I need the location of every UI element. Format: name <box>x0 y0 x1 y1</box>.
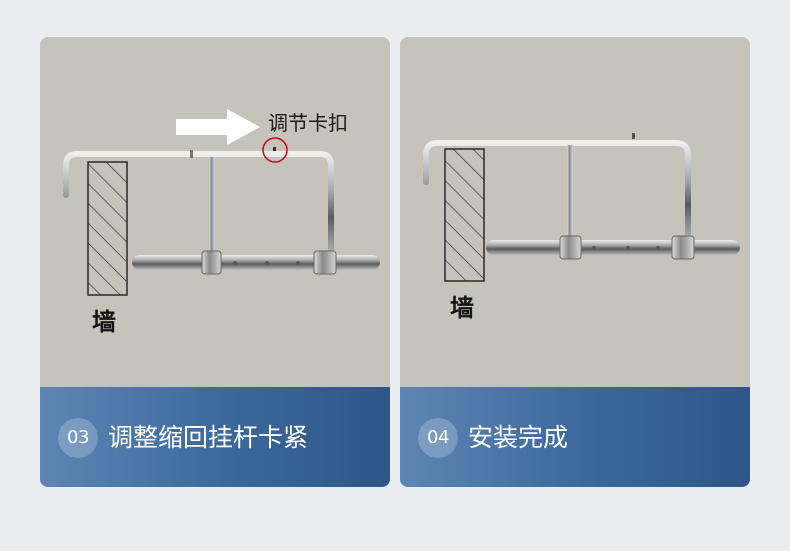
rack-illustration <box>63 109 380 296</box>
wall-hatch <box>87 161 128 296</box>
step-number-badge: 03 <box>58 418 98 458</box>
top-rail <box>63 151 334 262</box>
step-caption-bar: 04 安装完成 <box>400 387 750 487</box>
clip-right <box>313 250 337 275</box>
direction-arrow <box>176 109 260 145</box>
wall-label: 墙 <box>92 308 116 336</box>
step-caption-text: 调整缩回挂杆卡紧 <box>108 423 309 452</box>
middle-post <box>567 145 573 245</box>
bottom-bar <box>486 240 740 255</box>
wall-hatch <box>444 148 485 282</box>
bottom-bar <box>132 255 380 270</box>
step-caption-text: 安装完成 <box>468 423 569 452</box>
clip-callout-circle <box>262 137 288 163</box>
rack-illustration <box>423 133 740 282</box>
wall-label: 墙 <box>450 294 474 322</box>
step-number-badge: 04 <box>418 418 458 458</box>
step-card-04: 墙 04 安装完成 <box>400 37 750 487</box>
middle-post <box>209 157 215 260</box>
step-caption-bar: 03 调整缩回挂杆卡紧 <box>40 387 390 487</box>
clip-right <box>671 235 695 260</box>
adjust-clip-label: 调节卡扣 <box>268 111 348 135</box>
clip-left <box>559 235 582 260</box>
clip-left <box>201 250 222 275</box>
step-card-03: 调节卡扣 墙 03 调整缩回挂杆卡紧 <box>40 37 390 487</box>
top-rail <box>423 140 691 248</box>
